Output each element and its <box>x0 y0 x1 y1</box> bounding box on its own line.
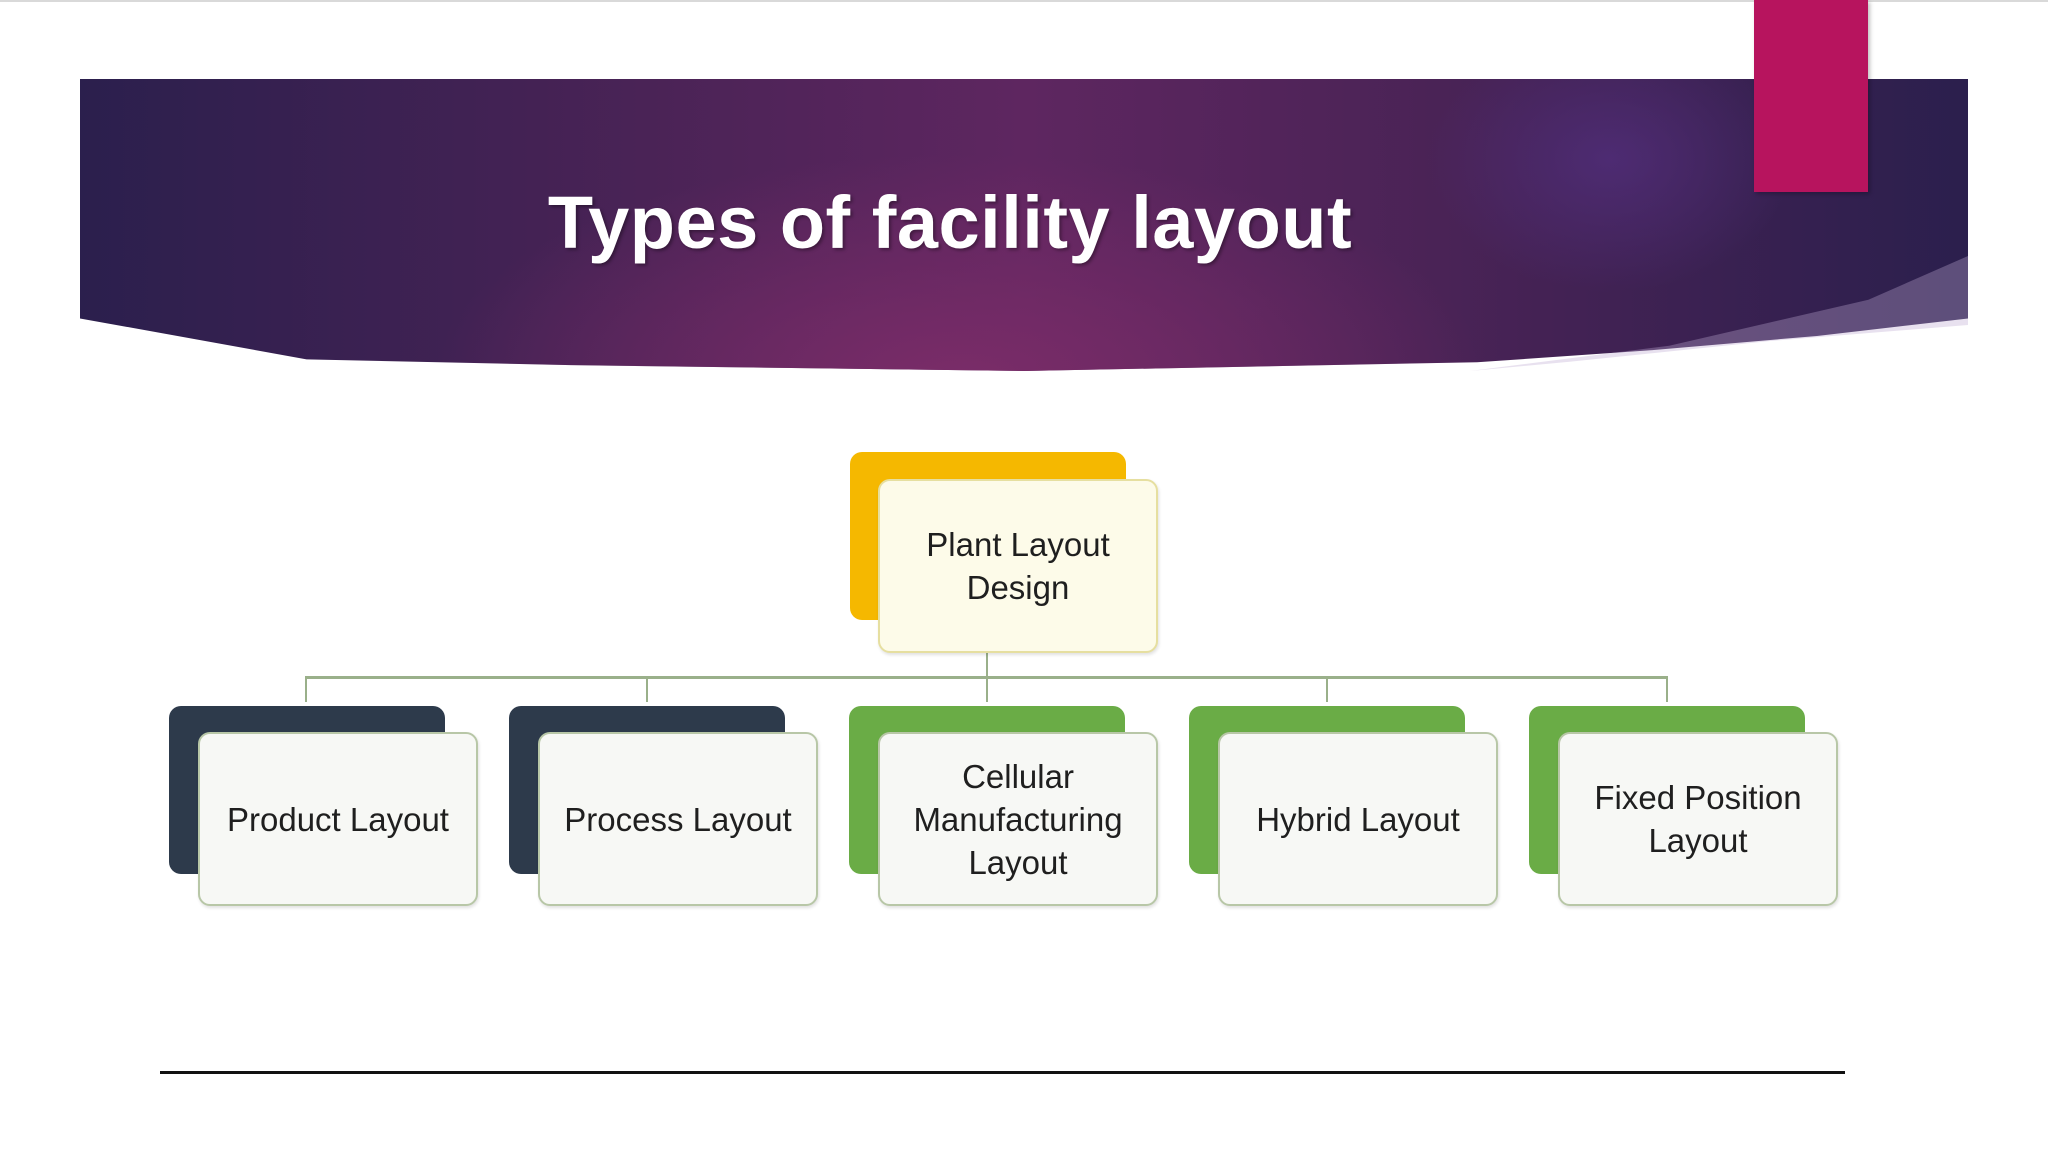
child-node-hybrid-layout: Hybrid Layout <box>1218 732 1498 906</box>
child-node-process-layout: Process Layout <box>538 732 818 906</box>
slide-title: Types of facility layout <box>547 181 1353 264</box>
child-connector-1 <box>305 676 307 702</box>
child-connector-5 <box>1666 676 1668 702</box>
child-node-cellular-layout: Cellular Manufacturing Layout <box>878 732 1158 906</box>
child-connector-2 <box>646 676 648 702</box>
top-border-line <box>0 0 2048 2</box>
title-banner <box>80 79 1968 371</box>
child-node-fixed-position-layout: Fixed Position Layout <box>1558 732 1838 906</box>
child-connector-3 <box>986 676 988 702</box>
root-node: Plant Layout Design <box>878 479 1158 653</box>
child-node-product-layout: Product Layout <box>198 732 478 906</box>
accent-tab <box>1754 0 1868 192</box>
root-connector <box>986 652 988 678</box>
footer-divider <box>160 1071 1845 1074</box>
child-connector-4 <box>1326 676 1328 702</box>
